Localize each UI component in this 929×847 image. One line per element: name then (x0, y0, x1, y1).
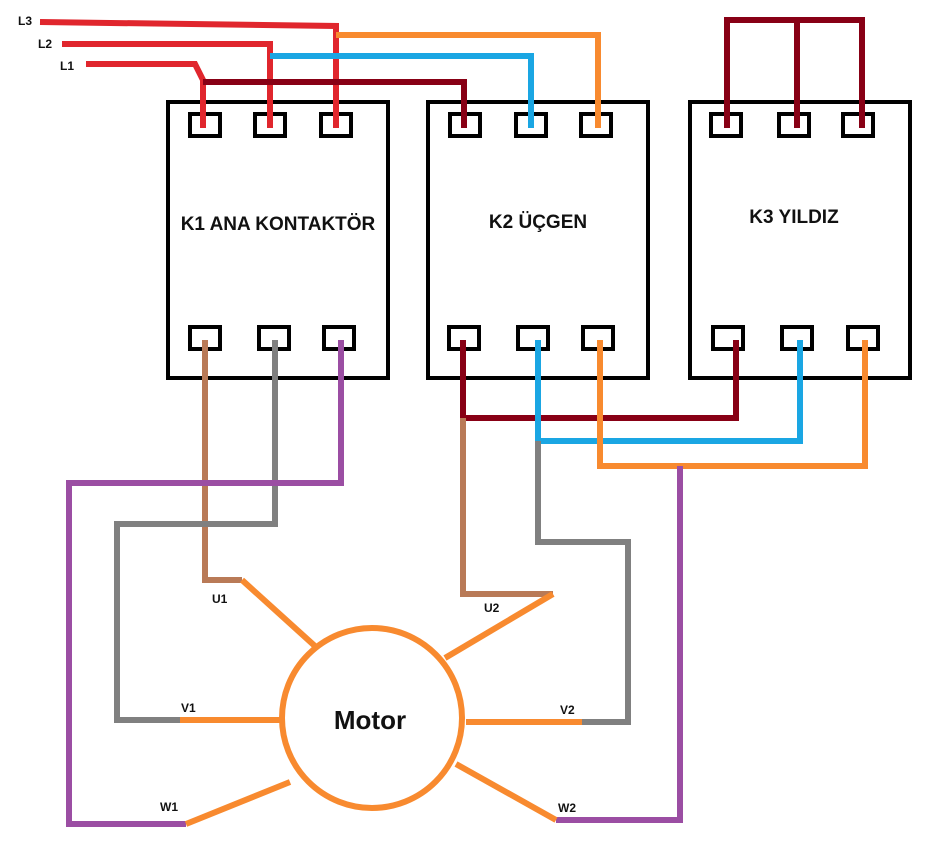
k3-top-terminal-3 (841, 112, 875, 138)
label-l2: L2 (38, 37, 52, 51)
contactor-k1-label: K1 ANA KONTAKTÖR (181, 214, 376, 235)
wire-k2-to-u2 (460, 418, 553, 597)
label-l3: L3 (18, 14, 32, 28)
label-l1: L1 (60, 59, 74, 73)
wire-l2 (62, 41, 273, 128)
wire-k1-to-u1 (202, 340, 242, 583)
terminal-u1-label: U1 (212, 592, 228, 606)
wire-k2-w2-to-k3 (597, 340, 868, 469)
contactor-k2-label: K2 ÜÇGEN (489, 212, 587, 233)
wire-l1 (86, 61, 206, 128)
lead-u1 (239, 577, 319, 650)
contactor-k3-label: K3 YILDIZ (749, 207, 839, 228)
lead-u2 (443, 591, 555, 661)
wire-k1-to-v1 (114, 340, 278, 723)
k2-bottom-terminal-2 (516, 325, 550, 351)
terminal-v1-label: V1 (181, 701, 196, 715)
wire-l2-to-k2 (270, 53, 534, 128)
lead-w1 (184, 779, 292, 827)
wire-k2-to-w2 (556, 466, 683, 823)
terminal-v2-label: V2 (560, 703, 575, 717)
terminal-w2-label: W2 (558, 801, 576, 815)
wire-l3 (39, 19, 339, 128)
wire-k2-to-v2 (535, 441, 631, 725)
terminal-u2-label: U2 (484, 601, 500, 615)
terminal-w1-label: W1 (160, 800, 178, 814)
wire-l3-to-k2 (336, 32, 601, 128)
wire-l1-to-k2 (203, 79, 467, 128)
wire-k1-to-w1 (66, 340, 344, 827)
lead-w2 (454, 761, 558, 823)
motor-label: Motor (334, 705, 406, 735)
wire-k2-v2-to-k3 (535, 340, 803, 444)
